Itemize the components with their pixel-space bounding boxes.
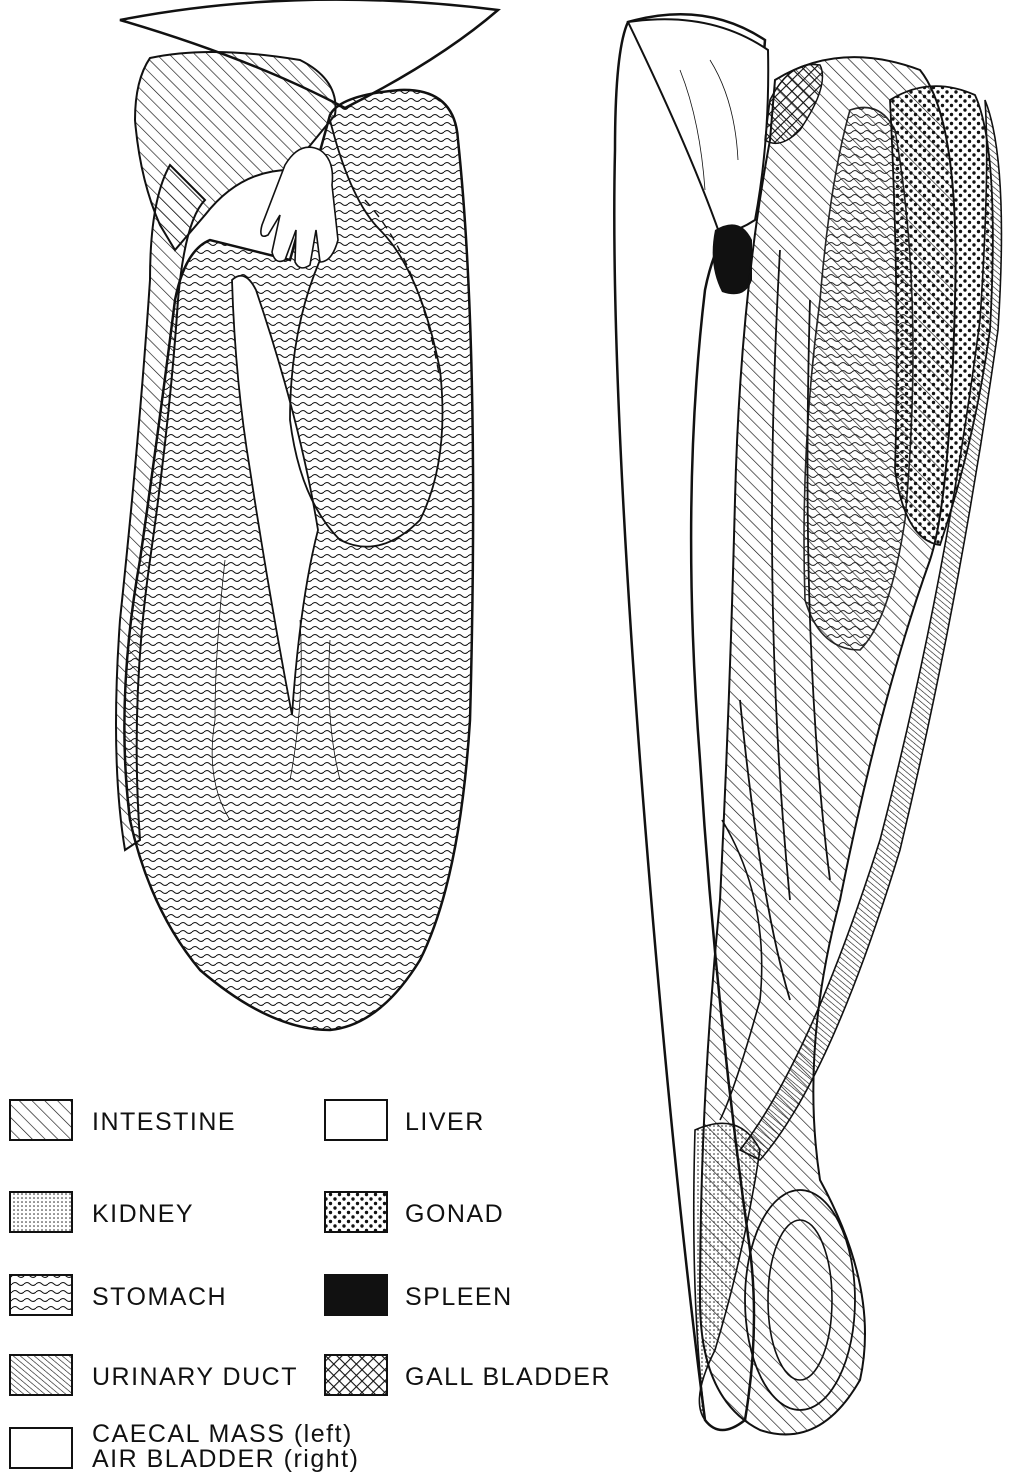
legend-label-kidney: KIDNEY <box>92 1200 194 1229</box>
legend-swatch-gonad <box>325 1192 387 1232</box>
legend-swatch-gall-bladder <box>325 1355 387 1395</box>
legend-label-urinary-duct: URINARY DUCT <box>92 1363 298 1392</box>
legend-label-intestine: INTESTINE <box>92 1108 236 1137</box>
legend-label-spleen: SPLEEN <box>405 1283 513 1312</box>
legend-label-caecal-mass: CAECAL MASS (left) <box>92 1422 359 1447</box>
legend-swatch-liver <box>325 1100 387 1140</box>
legend-label-air-bladder: AIR BLADDER (right) <box>92 1447 359 1472</box>
legend-label-gall-bladder: GALL BLADDER <box>405 1363 611 1392</box>
spleen-right <box>713 224 752 294</box>
legend-label-liver: LIVER <box>405 1108 485 1137</box>
legend-swatch-urinary-duct <box>10 1355 72 1395</box>
legend-label-gonad: GONAD <box>405 1200 504 1229</box>
gonad-right <box>890 86 993 545</box>
legend-label-caecal-air: CAECAL MASS (left) AIR BLADDER (right) <box>92 1422 359 1472</box>
legend-swatch-stomach <box>10 1275 72 1315</box>
right-view <box>614 14 1001 1434</box>
legend-label-stomach: STOMACH <box>92 1283 227 1312</box>
legend-swatch-spleen <box>325 1275 387 1315</box>
legend-swatch-kidney <box>10 1192 72 1232</box>
legend-swatch-caecal-air <box>10 1428 72 1468</box>
left-view <box>116 0 498 1030</box>
legend-swatch-intestine <box>10 1100 72 1140</box>
